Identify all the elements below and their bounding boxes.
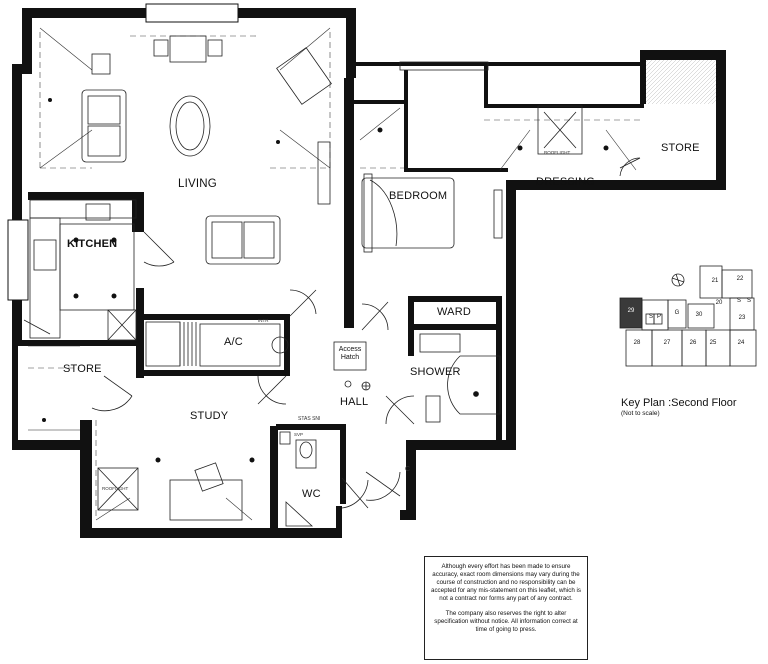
- rooflight-study-label: ROOFLIGHT: [102, 486, 129, 491]
- key-unit: S: [746, 298, 751, 304]
- room-label-living: LIVING: [178, 178, 217, 190]
- ac-block: [145, 321, 289, 367]
- key-unit: 29: [627, 308, 635, 314]
- room-label-wc: WC: [302, 488, 321, 500]
- key-unit: G: [674, 310, 680, 316]
- dressing-rooflight: [399, 61, 583, 155]
- key-unit: P: [656, 314, 661, 320]
- key-unit: 26: [689, 340, 697, 346]
- room-label-kitchen: KITCHEN: [67, 238, 118, 250]
- key-plan-subtitle: (Not to scale): [621, 410, 660, 417]
- stair-label: STAS SNI: [298, 416, 321, 422]
- key-unit: 23: [738, 315, 746, 321]
- key-plan: [619, 265, 757, 367]
- doors: [23, 157, 641, 509]
- wc-fixtures: [279, 431, 317, 527]
- room-label-hall: HALL: [340, 396, 369, 408]
- room-label-study: STUDY: [190, 410, 229, 422]
- kitchen-units: [29, 199, 137, 341]
- key-unit: 28: [633, 340, 641, 346]
- intr-label: INTR: [258, 318, 269, 323]
- study-furniture: [97, 462, 243, 521]
- room-label-shower: SHOWER: [410, 366, 461, 378]
- key-unit: 22: [736, 276, 744, 282]
- room-label-bedroom: BEDROOM: [389, 190, 448, 202]
- shower-fixtures: [419, 333, 501, 423]
- room-label-ac: A/C: [224, 336, 243, 348]
- disclaimer-para-1: Although every effort has been made to e…: [431, 563, 581, 602]
- ceiling-diag: [39, 27, 637, 521]
- living-furniture: [81, 35, 332, 265]
- key-unit: 24: [737, 340, 745, 346]
- room-label-dressing: DRESSING: [536, 176, 596, 188]
- key-unit: 21: [711, 278, 719, 284]
- room-label-store-right: STORE: [661, 142, 700, 154]
- key-unit: S: [736, 298, 741, 304]
- disclaimer-para-2: The company also reserves the right to a…: [434, 610, 578, 633]
- cyl-label: C: [405, 466, 411, 473]
- key-unit: 30: [695, 312, 703, 318]
- bedroom-furniture: [361, 173, 503, 253]
- internal-walls: [28, 66, 644, 504]
- outer-walls: [7, 3, 726, 538]
- key-plan-title: Key Plan :Second Floor: [621, 397, 737, 409]
- key-unit: S: [648, 314, 653, 320]
- key-unit: 20: [715, 300, 723, 306]
- rooflight-bedroom-label: ROOFLIGHT: [544, 150, 571, 155]
- room-label-store-left: STORE: [63, 363, 102, 375]
- key-unit: 27: [663, 340, 671, 346]
- access-hatch-label: Access Hatch: [338, 346, 362, 361]
- room-label-ward: WARD: [437, 306, 471, 318]
- svp-label: SVP: [294, 432, 304, 437]
- ceiling-lines: [28, 30, 644, 520]
- key-unit: 25: [709, 340, 717, 346]
- disclaimer-box: Although every effort has been made to e…: [424, 556, 588, 660]
